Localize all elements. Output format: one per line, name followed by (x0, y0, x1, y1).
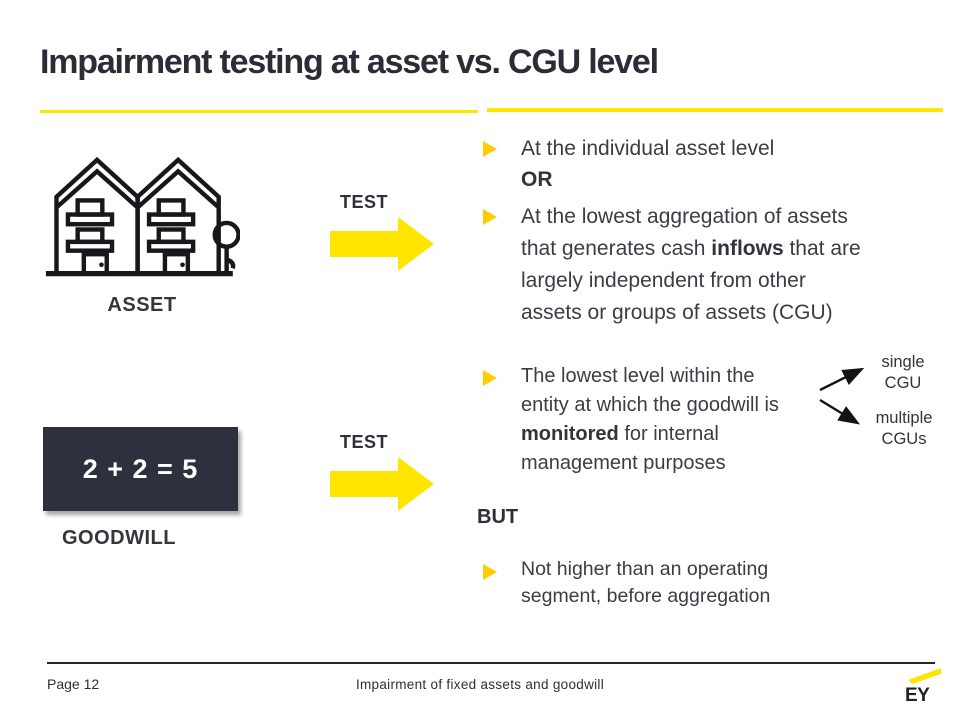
page-number: Page 12 (47, 676, 100, 692)
test-group-asset: TEST (330, 192, 435, 272)
footer-divider (47, 662, 935, 664)
bullet-text: largely independent from other (521, 269, 806, 292)
title-divider-right (487, 108, 943, 112)
cgu-fanout-arrows-icon (819, 367, 865, 425)
bullet-text-bold: monitored (521, 423, 619, 445)
ey-logo-text: EY (905, 685, 930, 704)
multiple-cgus-label: multiple CGUs (875, 409, 933, 448)
test-arrow-icon (330, 217, 434, 271)
bullet-triangle-icon (483, 370, 497, 386)
bullet-text: for internal (618, 423, 719, 445)
bullet-text: segment, before aggregation (521, 585, 771, 607)
bullet-item-operating-segment: Not higher than an operating segment, be… (483, 556, 770, 610)
bullet-item-asset-level: At the individual asset level OR (483, 133, 774, 195)
bullet-text: At the individual asset level (521, 137, 775, 160)
bullet-text: that generates cash (521, 237, 712, 260)
asset-figure: ASSET (44, 144, 240, 317)
or-connector: OR (521, 168, 553, 191)
goodwill-label: GOODWILL (62, 527, 176, 549)
bullet-text-bold: inflows (711, 237, 784, 260)
bullet-text: that are (783, 237, 861, 260)
but-heading: BUT (477, 506, 519, 528)
goodwill-box: 2 + 2 = 5 (43, 427, 238, 511)
test-label: TEST (340, 432, 389, 452)
title-divider-left (40, 110, 478, 113)
bullet-text: Not higher than an operating (521, 558, 769, 580)
test-group-goodwill: TEST (330, 432, 435, 512)
bullet-triangle-icon (483, 209, 497, 225)
bullet-triangle-icon (483, 564, 497, 580)
bullet-text: entity at which the goodwill is (521, 394, 779, 416)
bullet-item-cgu-definition: At the lowest aggregation of assets that… (483, 201, 861, 329)
bullet-text: assets or groups of assets (CGU) (521, 301, 833, 324)
page-title: Impairment testing at asset vs. CGU leve… (40, 42, 659, 81)
townhouses-icon (45, 156, 240, 277)
ey-logo: EY (905, 668, 941, 704)
bullet-text: At the lowest aggregation of assets (521, 205, 848, 228)
bullet-triangle-icon (483, 141, 497, 157)
goodwill-formula: 2 + 2 = 5 (82, 453, 199, 484)
bullet-item-goodwill-level: The lowest level within the entity at wh… (483, 362, 779, 478)
test-label: TEST (340, 192, 389, 212)
bullet-text: The lowest level within the (521, 365, 755, 387)
asset-label: ASSET (107, 294, 177, 316)
single-cgu-label: single CGU (881, 353, 925, 392)
footer-doc-title: Impairment of fixed assets and goodwill (355, 677, 605, 692)
bullet-text: management purposes (521, 452, 726, 474)
test-arrow-icon (330, 457, 434, 511)
